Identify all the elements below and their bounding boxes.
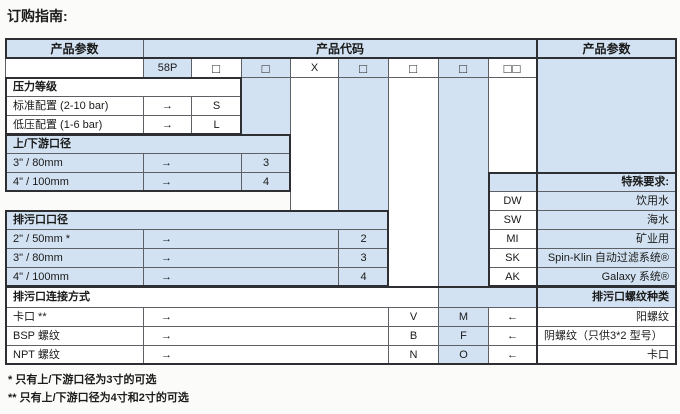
thread-code-value: M [438, 307, 489, 327]
code-value: S [191, 96, 242, 116]
code-value: 3 [241, 153, 291, 173]
code-box-glyph: □ [438, 58, 489, 78]
arrow-left-icon: ← [488, 345, 537, 365]
arrow-left-icon: ← [488, 326, 537, 346]
arrow-right-icon: → [143, 229, 339, 249]
arrow-right-icon: → [143, 267, 339, 287]
thread-label: 卡口 [536, 345, 677, 365]
row-label: 标准配置 (2-10 bar) [5, 96, 144, 116]
row-label: NPT 螺纹 [5, 345, 144, 365]
arrow-right-icon: → [143, 326, 389, 346]
arrow-right-icon: → [143, 307, 389, 327]
row-label: 4" / 100mm [5, 267, 144, 287]
code-separator-x: X [290, 58, 339, 78]
empty-label-cell [5, 58, 144, 78]
code-box-glyph: □ [191, 58, 242, 78]
code-column-stripe [438, 77, 489, 287]
code-box-glyph: □ [241, 58, 291, 78]
row-label: 3" / 80mm [5, 248, 144, 268]
code-box-glyph: □ [388, 58, 439, 78]
special-label: 矿业用 [536, 229, 677, 249]
arrow-right-icon: → [143, 345, 389, 365]
arrow-right-icon: → [143, 172, 242, 192]
code-column-stripe [388, 77, 439, 287]
arrow-right-icon: → [143, 96, 192, 116]
code-column-stripe [338, 77, 389, 211]
section-drain-size-header: 排污口口径 [5, 210, 389, 230]
header-product-code: 产品代码 [143, 38, 537, 59]
section-updown-header: 上/下游口径 [5, 134, 291, 154]
section-drain-conn-header: 排污口连接方式 [5, 286, 439, 308]
row-label: 3" / 80mm [5, 153, 144, 173]
section-pressure-header: 压力等级 [5, 77, 242, 97]
row-label: 4" / 100mm [5, 172, 144, 192]
code-double-box-glyph: □□ [488, 58, 537, 78]
code-value: L [191, 115, 242, 135]
arrow-right-icon: → [143, 115, 192, 135]
arrow-right-icon: → [143, 248, 339, 268]
special-label: Spin-Klin 自动过滤系统® [536, 248, 677, 268]
arrow-left-icon: ← [488, 307, 537, 327]
thread-label: 阳螺纹 [536, 307, 677, 327]
row-label: 2" / 50mm * [5, 229, 144, 249]
code-column-stripe [488, 77, 537, 173]
code-prefix-58p: 58P [143, 58, 192, 78]
code-value: V [388, 307, 439, 327]
code-value: 2 [338, 229, 389, 249]
header-left-params: 产品参数 [5, 38, 144, 59]
header-right-params: 产品参数 [536, 38, 677, 59]
row-label: 卡口 ** [5, 307, 144, 327]
section-thread-header: 排污口螺纹种类 [438, 286, 677, 308]
code-column-stripe [290, 77, 339, 211]
special-code: SK [488, 248, 537, 268]
thread-code-value: O [438, 345, 489, 365]
footnote-single-asterisk: * 只有上/下游口径为3寸的可选 [8, 374, 157, 386]
thread-label: 阴螺纹（只供3*2 型号） [536, 326, 677, 346]
row-label: BSP 螺纹 [5, 326, 144, 346]
special-label: 海水 [536, 210, 677, 230]
right-params-empty-area [536, 58, 677, 173]
thread-code-value: F [438, 326, 489, 346]
page-title: 订购指南: [7, 8, 68, 24]
code-value: 4 [338, 267, 389, 287]
code-box-glyph: □ [338, 58, 389, 78]
special-label: 饮用水 [536, 191, 677, 211]
section-special-header: 特殊要求: [488, 172, 677, 192]
footnote-double-asterisk: ** 只有上/下游口径为4寸和2寸的可选 [8, 392, 189, 404]
special-code: DW [488, 191, 537, 211]
special-code: SW [488, 210, 537, 230]
special-code: MI [488, 229, 537, 249]
row-label: 低压配置 (1-6 bar) [5, 115, 144, 135]
code-value: 3 [338, 248, 389, 268]
special-code: AK [488, 267, 537, 287]
code-value: B [388, 326, 439, 346]
code-column-stripe [241, 77, 291, 135]
arrow-right-icon: → [143, 153, 242, 173]
code-value: N [388, 345, 439, 365]
special-label: Galaxy 系统® [536, 267, 677, 287]
code-value: 4 [241, 172, 291, 192]
